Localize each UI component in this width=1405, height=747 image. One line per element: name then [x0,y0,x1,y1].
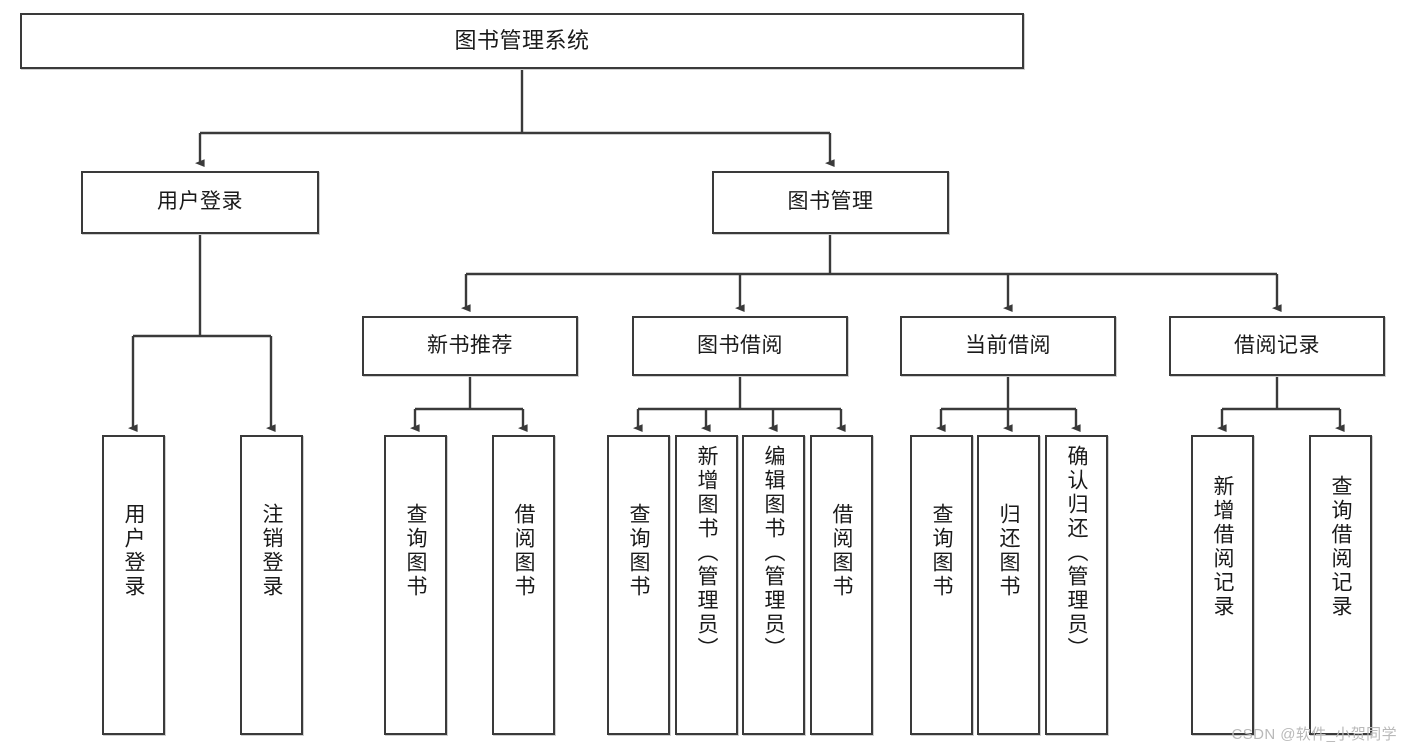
node-leaf-borrow-book-2-label: 借阅图书 [830,503,853,599]
node-leaf-add-book[interactable]: 新增图书（管理员） [675,435,738,735]
node-user-login-label: 用户登录 [157,190,243,214]
node-leaf-borrow-book-2[interactable]: 借阅图书 [810,435,873,735]
node-book-borrow[interactable]: 图书借阅 [632,316,848,376]
node-current-borrow[interactable]: 当前借阅 [900,316,1116,376]
node-leaf-query-record-label: 查询借阅记录 [1329,475,1352,619]
node-book-manage-label: 图书管理 [787,190,874,214]
node-leaf-user-login-label: 用户登录 [122,503,145,599]
node-leaf-query-book-2-label: 查询图书 [627,503,650,599]
node-current-borrow-label: 当前借阅 [965,333,1051,357]
node-user-login[interactable]: 用户登录 [81,171,319,234]
node-leaf-query-book-3-label: 查询图书 [930,503,953,599]
node-leaf-borrow-book-1-label: 借阅图书 [512,503,535,599]
node-leaf-edit-book-label: 编辑图书（管理员） [762,445,785,661]
node-leaf-add-record-label: 新增借阅记录 [1211,475,1234,619]
node-leaf-add-record[interactable]: 新增借阅记录 [1191,435,1254,735]
node-root[interactable]: 图书管理系统 [20,13,1024,69]
node-leaf-query-book-3[interactable]: 查询图书 [910,435,973,735]
node-leaf-logout-login[interactable]: 注销登录 [240,435,303,735]
node-new-book-rec[interactable]: 新书推荐 [362,316,578,376]
node-leaf-edit-book[interactable]: 编辑图书（管理员） [742,435,805,735]
node-leaf-confirm-return-label: 确认归还（管理员） [1065,445,1088,661]
node-leaf-query-book-2[interactable]: 查询图书 [607,435,670,735]
node-root-label: 图书管理系统 [454,28,590,54]
node-new-book-rec-label: 新书推荐 [427,333,513,357]
node-leaf-confirm-return[interactable]: 确认归还（管理员） [1045,435,1108,735]
watermark-label: CSDN @软件_小贺同学 [1231,726,1397,743]
node-leaf-return-book-label: 归还图书 [997,503,1020,599]
node-book-manage[interactable]: 图书管理 [712,171,949,234]
node-leaf-user-login[interactable]: 用户登录 [102,435,165,735]
node-borrow-record[interactable]: 借阅记录 [1169,316,1385,376]
node-leaf-query-book-1-label: 查询图书 [404,503,427,599]
node-leaf-query-record[interactable]: 查询借阅记录 [1309,435,1372,735]
node-leaf-query-book-1[interactable]: 查询图书 [384,435,447,735]
node-leaf-return-book[interactable]: 归还图书 [977,435,1040,735]
node-borrow-record-label: 借阅记录 [1234,333,1320,357]
node-leaf-logout-login-label: 注销登录 [260,503,283,599]
node-leaf-add-book-label: 新增图书（管理员） [695,445,718,661]
node-book-borrow-label: 图书借阅 [697,333,783,357]
node-leaf-borrow-book-1[interactable]: 借阅图书 [492,435,555,735]
